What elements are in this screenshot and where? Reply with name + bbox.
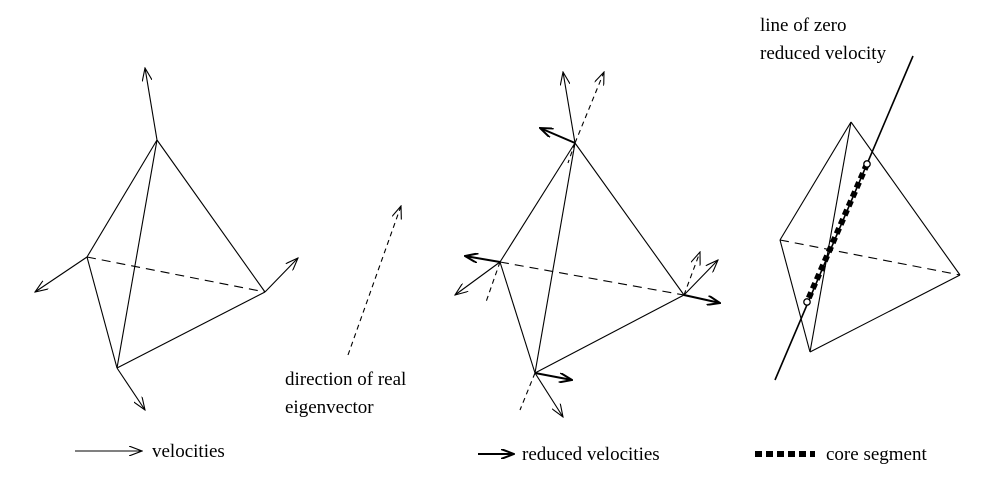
tet3-edge xyxy=(779,121,852,241)
reduced-velocity-arrow xyxy=(534,372,572,380)
tet3-edge xyxy=(809,121,852,353)
tet3-hidden-edge xyxy=(779,239,961,276)
tet2-reduced-velocity-arrows xyxy=(465,128,720,380)
tet2-edge xyxy=(499,261,536,374)
tetrahedron-2 xyxy=(499,142,685,374)
tet1-hidden-edge xyxy=(86,256,266,293)
zero-line-label-line2: reduced velocity xyxy=(760,43,887,64)
velocity-arrow xyxy=(116,367,145,410)
legend-velocities-label: velocities xyxy=(152,441,225,462)
direction-label-line1: direction of real xyxy=(285,369,407,390)
legend-reduced-velocities-label: reduced velocities xyxy=(522,444,660,465)
zero-reduced-velocity-line xyxy=(774,55,914,381)
tet3-edge xyxy=(850,121,961,276)
tet2-edge xyxy=(499,142,576,263)
reduced-velocity-arrow xyxy=(683,294,720,303)
velocity-arrow xyxy=(534,372,563,417)
tetrahedron-1 xyxy=(86,139,266,369)
legend-core-segment-label: core segment xyxy=(826,444,927,465)
eigen-component-line xyxy=(683,252,700,296)
core-segment xyxy=(804,162,870,304)
tet2-edge xyxy=(574,142,685,296)
reduced-velocity-arrow xyxy=(540,128,576,144)
velocity-arrow xyxy=(264,258,298,293)
core-endpoint-marker xyxy=(803,298,811,306)
tet3-edge xyxy=(809,274,961,353)
tet1-velocity-arrows xyxy=(35,68,298,410)
tet1-edge xyxy=(86,139,158,258)
velocity-arrow xyxy=(455,261,501,295)
tet2-edge xyxy=(534,294,685,374)
core-endpoint-marker xyxy=(863,160,871,168)
tet2-hidden-edge xyxy=(499,261,685,296)
tet2-velocity-arrows xyxy=(455,72,718,417)
velocity-arrow xyxy=(563,72,576,144)
zero-line-label-line1: line of zero xyxy=(760,15,847,36)
eigen-component-line xyxy=(574,72,604,144)
tet1-edge xyxy=(156,139,266,293)
tet2-eigen-components xyxy=(485,72,700,411)
tet1-edge xyxy=(116,139,158,369)
velocity-arrow xyxy=(683,260,718,296)
tet1-edge xyxy=(116,291,266,369)
direction-label-line2: eigenvector xyxy=(285,397,374,418)
eigen-component-line xyxy=(567,142,576,164)
velocity-arrow xyxy=(35,256,88,292)
reduced-velocity-arrow xyxy=(465,256,501,262)
tet2-edge xyxy=(534,142,576,374)
tetrahedron-3 xyxy=(779,121,961,353)
velocity-arrow xyxy=(145,68,158,141)
eigen-component-line xyxy=(485,261,501,303)
tet1-edge xyxy=(86,256,118,369)
eigenvector-direction-arrow xyxy=(347,206,401,356)
eigen-component-line xyxy=(519,372,536,411)
tet3-edge xyxy=(779,239,811,353)
